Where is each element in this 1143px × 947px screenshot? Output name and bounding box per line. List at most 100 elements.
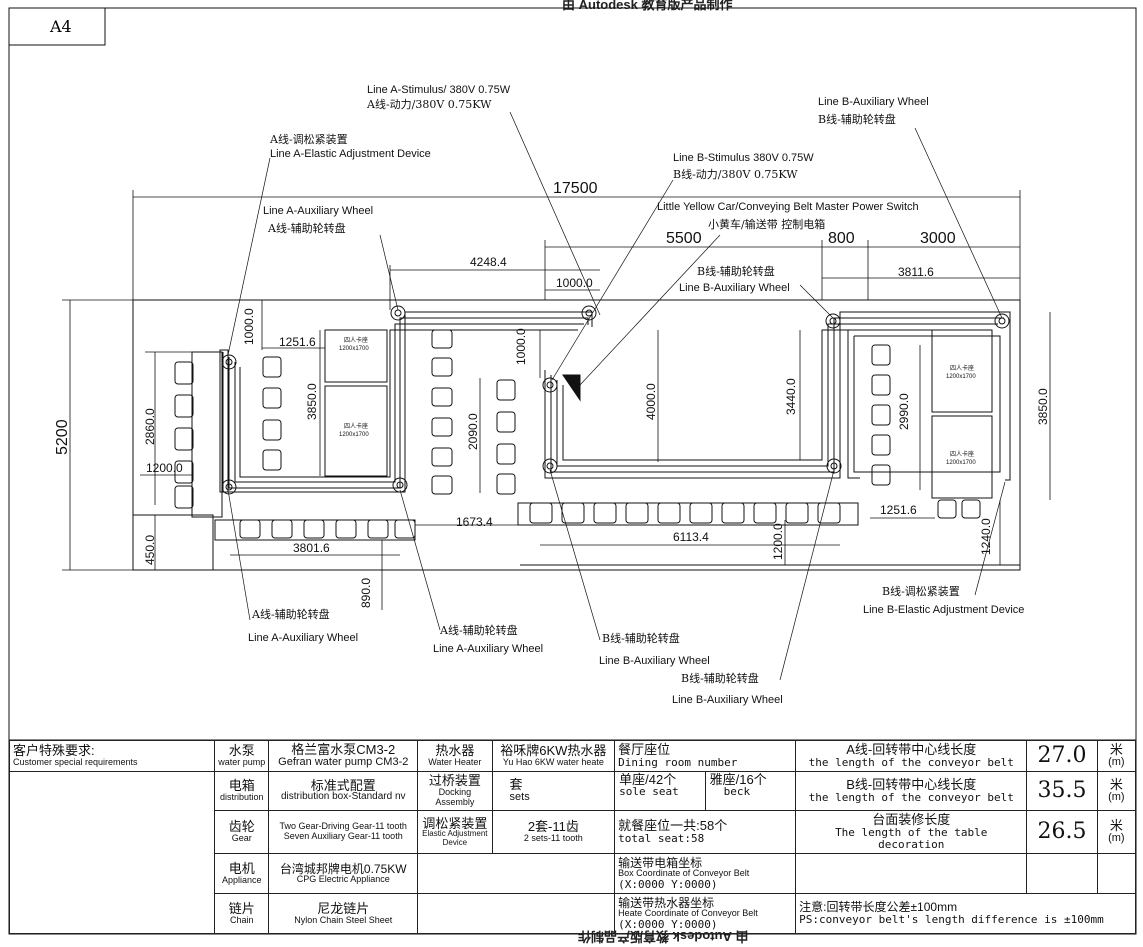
watermark-top: 由 Autodesk 教育版产品制作 [562,0,733,12]
unit: 米(m) [1096,740,1137,772]
booth-right-2 [931,415,993,499]
line-b-aux-top-cn: B线-辅助轮转盘 [818,112,896,126]
booth-size: 1200x1700 [946,460,976,466]
booth-right-1 [931,329,993,413]
booth-label: 四人卡座 [344,336,368,344]
booth-size: 1200x1700 [339,432,369,438]
left-seats [174,351,282,518]
control-box-marker [562,374,581,402]
dim-5500: 5500 [666,230,702,247]
dim-1000-top: 1000.0 [556,276,593,290]
bottom-a-aux1-cn: A线-辅助轮转盘 [251,607,330,621]
bottom-middle-seats [517,502,859,526]
right-seats [871,329,993,519]
bottom-a-aux2-cn: A线-辅助轮转盘 [439,623,518,637]
dim-800: 800 [828,230,855,247]
dim-1200-bottom: 1200.0 [771,523,785,560]
booth-size: 1200x1700 [946,374,976,380]
line-b-elastic-en: Line B-Elastic Adjustment Device [863,604,1024,616]
dim-total: 17500 [553,180,598,197]
dim-1200-left: 1200.0 [146,461,183,475]
bottom-a-aux1-en: Line A-Auxiliary Wheel [248,632,358,644]
room-outline [132,299,1021,571]
dim-1000-left: 1000.0 [242,308,256,345]
b-length-value: 35.5 [1026,770,1098,811]
sheet-size-label: A4 [49,17,72,36]
sheet-size-box [8,7,106,46]
dim-3801: 3801.6 [293,541,330,555]
empty-cell [417,893,616,934]
dim-6113: 6113.4 [673,530,709,544]
line-a-conveyor [219,311,593,493]
bottom-b-aux2-cn: B线-辅助轮转盘 [681,671,759,685]
booth-left-2 [324,385,388,477]
empty-cell [1026,853,1098,894]
bottom-a-aux2-en: Line A-Auxiliary Wheel [433,643,543,655]
dim-3850-left: 3850.0 [305,383,319,420]
dim-4248: 4248.4 [470,255,507,269]
dim-3000: 3000 [920,230,956,247]
booth-label: 四人卡座 [950,450,974,458]
decoration-value: 26.5 [1026,809,1098,855]
bottom-b-aux1-cn: B线-辅助轮转盘 [602,631,680,645]
dim-2990: 2990.0 [897,393,911,430]
dim-1240: 1240.0 [979,518,993,555]
line-b-aux-top-en: Line B-Auxiliary Wheel [818,96,929,108]
dim-450: 450.0 [143,535,157,565]
empty-cell [795,853,1028,894]
line-a-aux-cn: A线-辅助轮转盘 [267,221,346,235]
booth-left-1 [324,329,388,383]
line-b-elastic-cn: B线-调松紧装置 [882,584,960,598]
bottom-b-aux1-en: Line B-Auxiliary Wheel [599,655,710,667]
master-switch-cn: 小黄车/输送带 控制电箱 [708,217,825,231]
dim-4000: 4000.0 [644,383,658,420]
line-a-elastic-en: Line A-Elastic Adjustment Device [270,148,431,160]
line-a-stimulus-cn: A线-动力/380V 0.75KW [366,97,492,111]
dim-1251-right: 1251.6 [880,503,917,517]
customer-cell: 客户特殊要求:Customer special requirements [8,740,216,772]
dim-890: 890.0 [359,578,373,608]
dim-1000-mid: 1000.0 [514,328,528,365]
bottom-b-aux2-en: Line B-Auxiliary Wheel [672,694,783,706]
dim-2860: 2860.0 [143,408,157,445]
line-b-aux-mid-cn: B线-辅助轮转盘 [697,264,775,278]
booth-size: 1200x1700 [339,346,369,352]
dim-3850-right: 3850.0 [1036,388,1050,425]
line-b-stimulus-cn: B线-动力/380V 0.75KW [673,167,798,181]
sheet-border [8,7,1137,935]
line-b-stimulus-en: Line B-Stimulus 380V 0.75W [673,152,814,164]
unit: 米(m) [1096,809,1137,855]
unit: 米(m) [1096,770,1137,811]
dim-2090: 2090.0 [466,413,480,450]
booth-label: 四人卡座 [344,422,368,430]
line-a-elastic-cn: A线-调松紧装置 [269,132,348,146]
dim-1673: 1673.4 [456,515,493,529]
dim-1251-left: 1251.6 [279,335,316,349]
dim-3440: 3440.0 [784,378,798,415]
bottom-left-seats [214,519,416,541]
line-a-stimulus-en: Line A-Stimulus/ 380V 0.75W [367,84,511,96]
dim-5200: 5200 [54,419,71,455]
